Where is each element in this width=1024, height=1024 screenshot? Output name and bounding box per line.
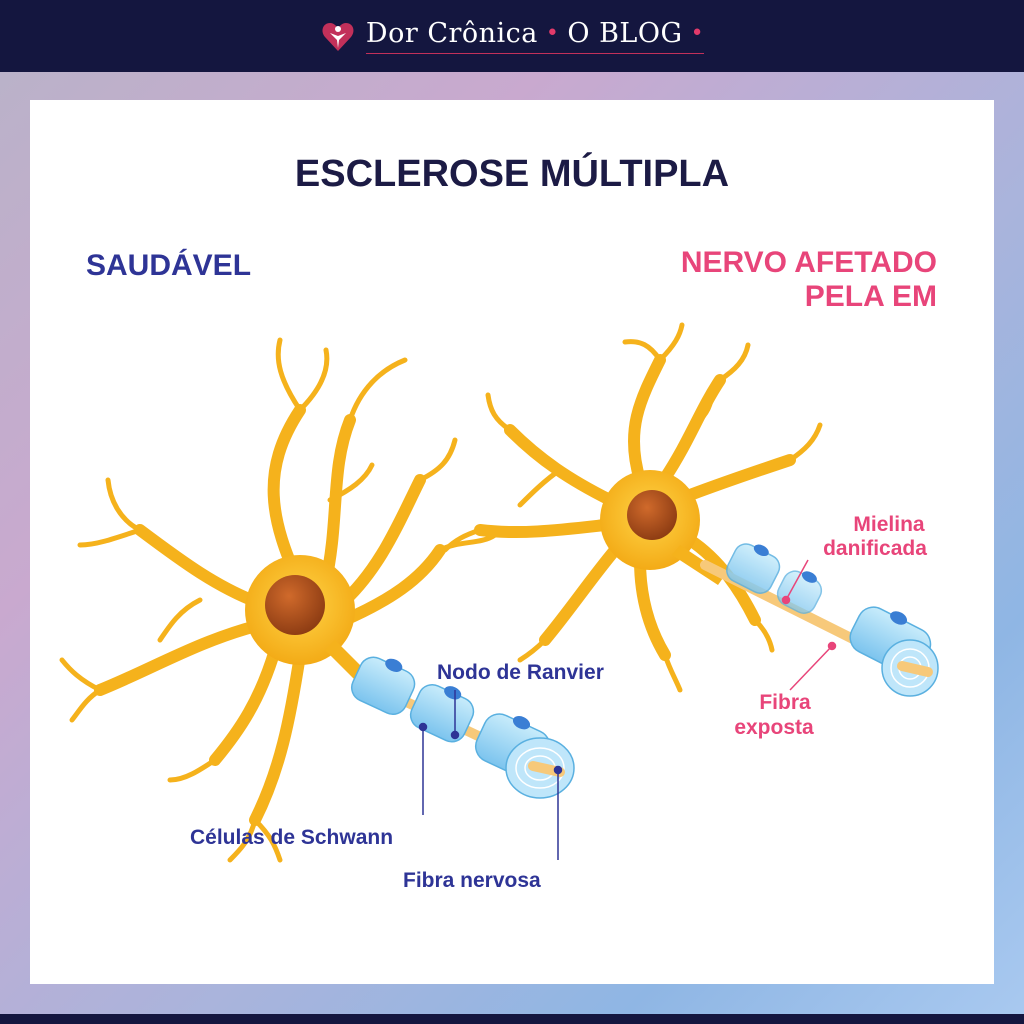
brand-text: Dor Crônica • O BLOG • <box>365 18 705 54</box>
healthy-neuron: Nodo de Ranvier Células de Schwann Fibra… <box>59 337 604 892</box>
healthy-leader-lines <box>418 690 563 860</box>
healthy-nucleus <box>265 575 325 635</box>
exposed-fiber-leader-dot <box>827 641 837 651</box>
label-damaged-myelin-line2: danificada <box>823 537 927 560</box>
healthy-heading: SAUDÁVEL <box>86 248 251 282</box>
myelin-leader-dot <box>781 595 791 605</box>
separator-dot: • <box>690 21 705 46</box>
affected-neuron: Mielina danificada Fibra exposta <box>442 322 939 739</box>
affected-nucleus <box>627 490 677 540</box>
affected-leader-lines <box>781 559 837 691</box>
content-card <box>30 100 994 984</box>
schwann-nucleus <box>512 716 531 730</box>
affected-heading-line1: NERVO AFETADO <box>681 246 937 279</box>
healthy-dendrites <box>59 337 498 863</box>
affected-dendrites <box>442 322 823 693</box>
healthy-schwann-cell <box>350 656 416 716</box>
schwann-nucleus <box>444 686 462 700</box>
affected-axon-hillock <box>672 545 725 585</box>
affected-heading-line2: PELA EM <box>805 280 937 313</box>
schwann-nucleus <box>801 571 817 583</box>
fiber-leader-dot <box>553 765 563 775</box>
healthy-schwann-cell <box>409 683 475 743</box>
heart-person-icon <box>322 23 354 51</box>
schwann-nucleus <box>385 658 403 672</box>
label-damaged-myelin-line1: Mielina <box>853 513 925 536</box>
myelin-ring <box>515 747 565 789</box>
ranvier-leader-dot <box>450 730 460 740</box>
brand[interactable]: Dor Crônica • O BLOG • <box>320 18 705 54</box>
label-exposed-fiber-line1: Fibra <box>759 691 811 714</box>
label-nerve-fiber: Fibra nervosa <box>403 869 541 892</box>
schwann-nucleus <box>753 544 769 557</box>
label-exposed-fiber-line2: exposta <box>734 716 814 739</box>
schwann-leader-dot <box>418 722 428 732</box>
blog-header: Dor Crônica • O BLOG • <box>0 0 1024 72</box>
diagram-title: ESCLEROSE MÚLTIPLA <box>295 151 729 195</box>
label-schwann-cells: Células de Schwann <box>190 826 393 849</box>
brand-name: Dor Crônica <box>365 18 538 49</box>
exposed-fiber-leader <box>789 645 833 691</box>
affected-axon <box>700 543 939 697</box>
myelin-leader <box>785 559 809 601</box>
separator-dot: • <box>545 21 560 46</box>
exposed-fiber-end <box>897 661 933 677</box>
schwann-nucleus <box>890 611 908 625</box>
brand-suffix: O BLOG <box>567 18 683 49</box>
bottom-bar <box>0 1014 1024 1024</box>
label-ranvier-node: Nodo de Ranvier <box>437 661 604 684</box>
